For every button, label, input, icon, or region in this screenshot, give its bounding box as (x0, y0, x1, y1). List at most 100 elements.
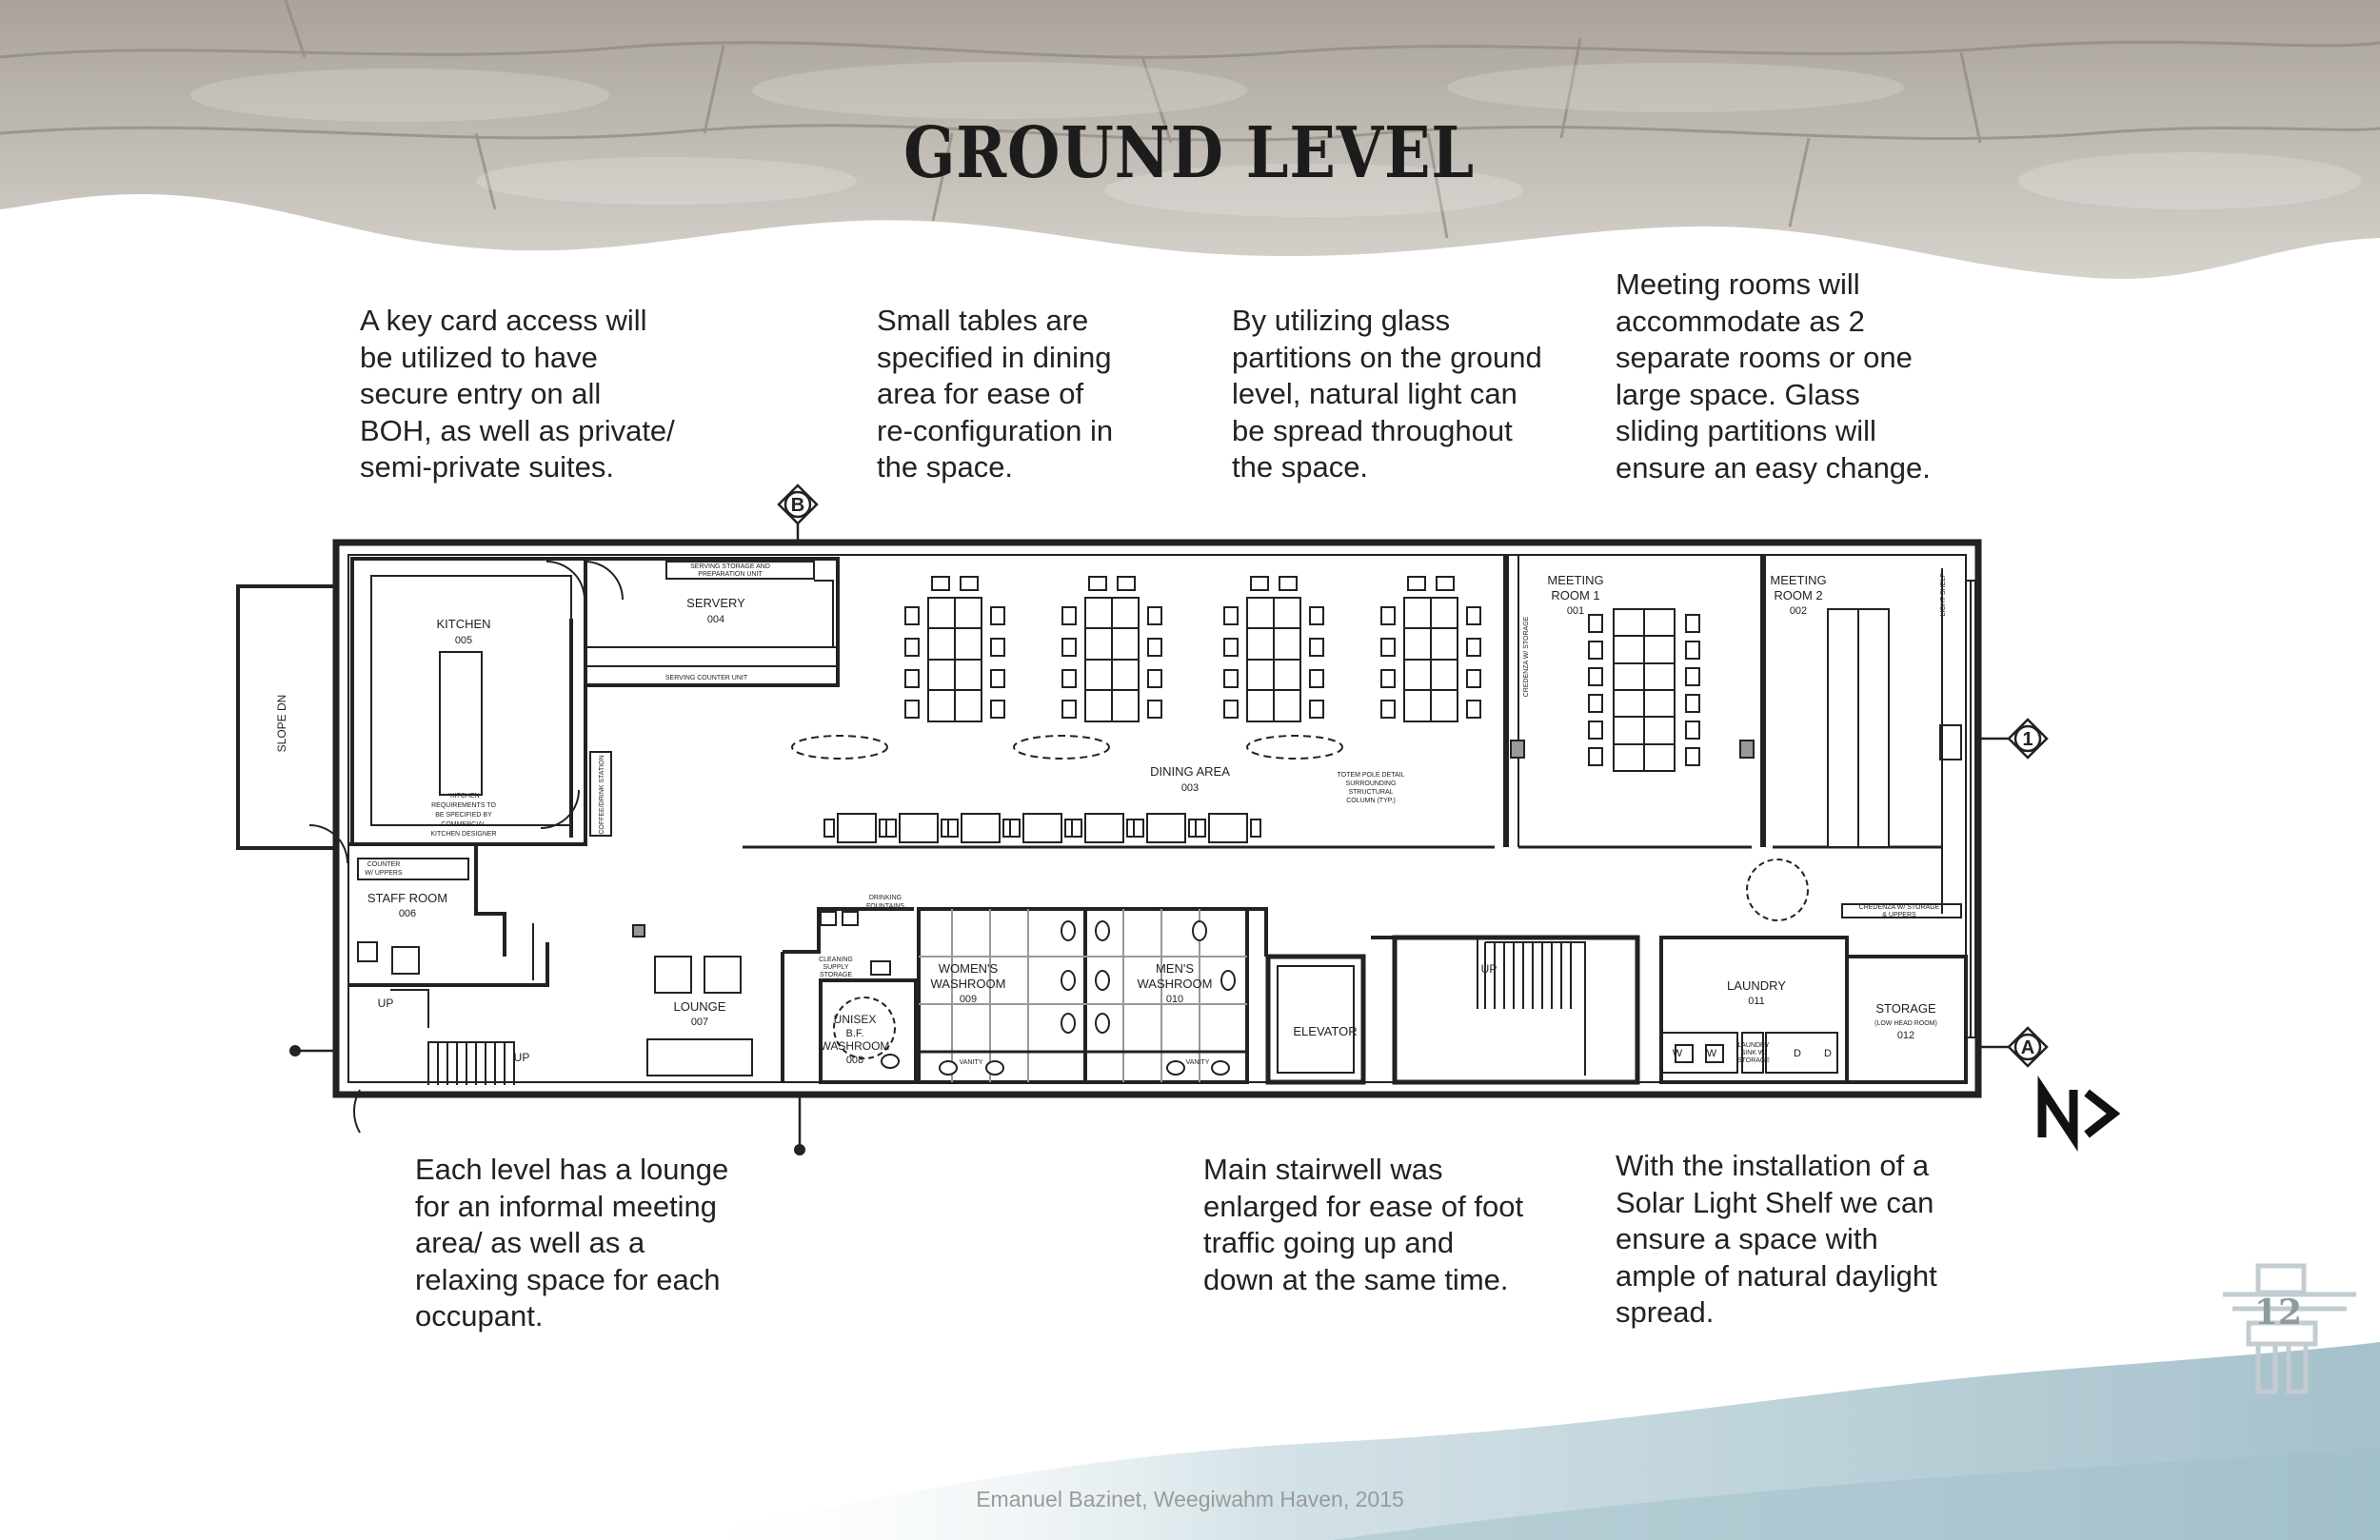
note-line: area for ease of (877, 377, 1084, 410)
label-cleaning: SUPPLY (823, 964, 848, 971)
room-number-meeting-1: 001 (1567, 605, 1584, 617)
note-light-shelf: With the installation of a Solar Light S… (1616, 1148, 1937, 1332)
room-label-storage: STORAGE (1875, 1001, 1936, 1016)
note-small-tables: Small tables are specified in dining are… (877, 303, 1113, 486)
room-label-unisex-washroom: WASHROOM (821, 1039, 890, 1053)
label-totem: COLUMN (TYP.) (1346, 798, 1396, 804)
kitchen-island (439, 651, 483, 796)
label-up: UP (1481, 962, 1497, 976)
note-line: With the installation of a (1616, 1149, 1930, 1182)
label-kitchen-req: *KITCHEN (447, 793, 479, 800)
room-label-unisex: UNISEX (834, 1013, 877, 1026)
note-line: BOH, as well as private/ (360, 413, 675, 447)
label-serving-counter: SERVING COUNTER UNIT (665, 675, 748, 681)
note-line: down at the same time. (1203, 1262, 1509, 1296)
label-laundry-sink: SINK W/ (1741, 1050, 1767, 1056)
note-line: sliding partitions will (1616, 414, 1876, 447)
note-line: By utilizing glass (1232, 304, 1451, 337)
section-marker-1-label: 1 (2022, 729, 2033, 750)
room-label-meeting-2: MEETING (1770, 573, 1826, 587)
room-label-staff: STAFF ROOM (367, 891, 447, 905)
elevator-shaft (1265, 954, 1366, 1085)
note-line: be spread throughout (1232, 413, 1513, 447)
label-laundry-sink: LAUNDRY (1737, 1042, 1770, 1049)
label-light-shelf: LIGHT SHELF (1940, 574, 1947, 617)
north-arrow-icon (2037, 1076, 2121, 1152)
note-line: re-configuration in (877, 413, 1114, 447)
label-laundry-sink: STORAGE (1737, 1057, 1770, 1064)
room-label-elevator: ELEVATOR (1293, 1024, 1357, 1038)
note-line: be utilized to have (360, 340, 598, 374)
label-counter: W/ UPPERS (365, 870, 403, 877)
room-label-kitchen: KITCHEN (436, 617, 490, 631)
room-number-meeting-2: 002 (1790, 605, 1807, 617)
note-line: Meeting rooms will (1616, 267, 1860, 301)
main-stairwell (1392, 935, 1640, 1085)
note-line: Each level has a lounge (415, 1153, 729, 1186)
label-washer: W (1707, 1048, 1717, 1059)
room-label-lounge: LOUNGE (674, 999, 726, 1014)
section-marker-b-label: B (791, 495, 804, 516)
label-coffee-station: COFFEE/DRINK STATION (599, 755, 605, 834)
label-slope: SLOPE DN (275, 695, 288, 753)
note-line: occupant. (415, 1299, 544, 1333)
page-number: 12 (2254, 1293, 2303, 1333)
room-label-mens: MEN'S (1156, 961, 1194, 976)
note-line: partitions on the ground (1232, 340, 1542, 374)
note-key-card: A key card access will be utilized to ha… (360, 303, 675, 486)
note-line: semi-private suites. (360, 450, 615, 484)
room-label-unisex-bf: B.F. (846, 1028, 864, 1039)
note-line: Small tables are (877, 304, 1089, 337)
label-credenza-2b: & UPPERS (1882, 912, 1916, 918)
note-line: enlarged for ease of foot (1203, 1189, 1524, 1223)
room-number-storage: 012 (1897, 1030, 1914, 1041)
label-dryer: D (1794, 1048, 1801, 1059)
note-line: traffic going up and (1203, 1226, 1455, 1259)
note-glass-partitions: By utilizing glass partitions on the gro… (1232, 303, 1542, 486)
label-vanity: VANITY (1186, 1059, 1210, 1066)
room-sub-storage: (LOW HEAD ROOM) (1874, 1020, 1937, 1027)
note-line: specified in dining (877, 340, 1112, 374)
room-number-dining: 003 (1181, 782, 1199, 794)
label-drinking-fountains: DRINKING (869, 895, 902, 901)
room-label-meeting-1: MEETING (1547, 573, 1603, 587)
womens-washroom-wall (917, 907, 1087, 1084)
label-washer: W (1673, 1048, 1683, 1059)
room-label-laundry: LAUNDRY (1727, 978, 1786, 993)
label-credenza-1: CREDENZA W/ STORAGE (1523, 616, 1530, 697)
label-credenza-2: CREDENZA W/ STORAGE (1859, 904, 1940, 911)
label-totem: TOTEM POLE DETAIL (1338, 772, 1405, 779)
page-title: GROUND LEVEL (903, 112, 1475, 194)
label-totem: SURROUNDING (1346, 780, 1397, 787)
stone-header-background (0, 0, 2380, 279)
label-prep-unit: PREPARATION UNIT (698, 571, 763, 578)
label-kitchen-req: BE SPECIFIED BY (435, 812, 492, 819)
room-number-kitchen: 005 (455, 635, 472, 646)
note-line: ensure a space with (1616, 1222, 1878, 1255)
room-number-staff: 006 (399, 908, 416, 919)
dining-tables (391, 576, 1890, 1063)
room-label-meeting-1b: ROOM 1 (1551, 588, 1599, 602)
note-line: ample of natural daylight (1616, 1258, 1937, 1293)
room-number-womens: 009 (960, 994, 977, 1005)
room-label-mens-washroom: WASHROOM (1138, 977, 1213, 991)
label-kitchen-req: KITCHEN DESIGNER (430, 831, 496, 838)
note-line: spread. (1616, 1295, 1715, 1329)
kitchen-wall (350, 557, 587, 846)
room-number-laundry: 011 (1748, 996, 1765, 1007)
note-line: area/ as well as a (415, 1226, 645, 1259)
label-kitchen-req: REQUIREMENTS TO (431, 802, 496, 809)
note-line: secure entry on all (360, 377, 602, 410)
note-stairwell: Main stairwell was enlarged for ease of … (1203, 1152, 1523, 1298)
footer-credit: Emanuel Bazinet, Weegiwahm Haven, 2015 (976, 1487, 1404, 1511)
water-footer-background (666, 1342, 2380, 1540)
room-number-servery: 004 (707, 614, 724, 625)
room-label-meeting-2b: ROOM 2 (1774, 588, 1822, 602)
label-drinking-fountains: FOUNTAINS (866, 903, 904, 910)
label-dryer: D (1824, 1048, 1832, 1059)
note-line: separate rooms or one (1616, 341, 1913, 374)
label-cleaning: STORAGE (820, 972, 852, 978)
note-line: level, natural light can (1232, 377, 1517, 410)
label-up: UP (378, 997, 394, 1010)
